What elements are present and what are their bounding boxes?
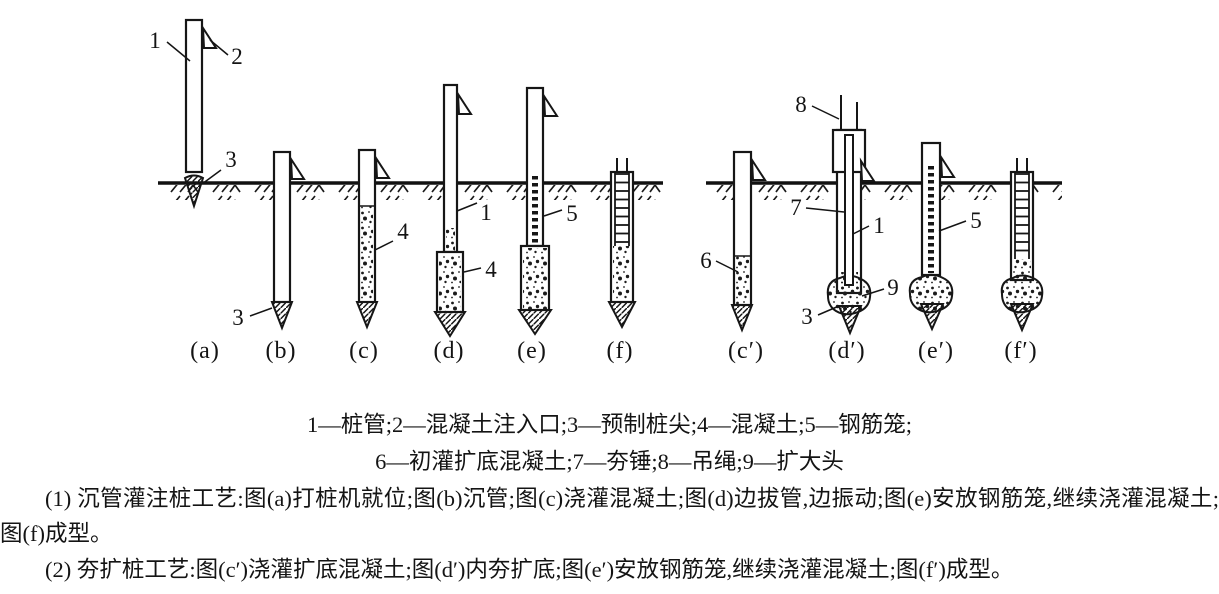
concrete-inlet-funnel	[374, 154, 391, 179]
rebar-cage	[615, 173, 629, 245]
label-1: 1	[873, 213, 885, 238]
legend-line-1: 1—桩管;2—混凝土注入口;3—预制桩尖;4—混凝土;5—钢筋笼;	[306, 412, 912, 437]
pile-d2	[826, 95, 876, 336]
precast-pile-tip	[730, 304, 754, 333]
label-6: 6	[700, 248, 712, 273]
concrete-inlet-funnel	[542, 92, 559, 117]
caption-e: (e)	[517, 338, 547, 364]
callout-4c: 4	[374, 219, 409, 251]
enlarged-head	[908, 273, 954, 314]
precast-pile-tip	[433, 311, 467, 338]
concrete-inlet-funnel	[456, 90, 473, 115]
label-5: 5	[566, 201, 578, 226]
label-3: 3	[232, 305, 244, 330]
rebar-cage	[1015, 173, 1029, 258]
callout-5e: 5	[543, 201, 578, 226]
label-1: 1	[149, 28, 161, 53]
callout-1d2: 1	[852, 213, 885, 238]
callout-1d: 1	[456, 200, 492, 225]
ground-left	[158, 181, 663, 200]
precast-pile-tip	[607, 301, 637, 330]
callout-5e2: 5	[938, 208, 982, 233]
pile-b-tube	[270, 150, 306, 331]
pile-f2-finished	[1000, 158, 1044, 333]
pile-tube	[525, 86, 545, 248]
enlarged-head	[826, 274, 872, 316]
precast-pile-tip	[919, 303, 945, 332]
callout-3b: 3	[232, 305, 273, 330]
pile-e2	[908, 141, 956, 332]
callout-1a: 1	[149, 28, 191, 62]
legend-line-2: 6—初灌扩底混凝土;7—夯锤;8—吊绳;9—扩大头	[375, 449, 844, 474]
concrete-inlet-funnel	[750, 156, 767, 181]
concrete-inlet-funnel	[289, 155, 306, 180]
callout-2a: 2	[209, 39, 243, 69]
label-4: 4	[397, 219, 409, 244]
label-1: 1	[480, 200, 492, 225]
process-2-description: (2) 夯扩桩工艺:图(c′)浇灌扩底混凝土;图(d′)内夯扩底;图(e′)安放…	[45, 557, 1014, 582]
caption-d: (d)	[434, 338, 465, 364]
label-5: 5	[970, 208, 982, 233]
callout-4d: 4	[463, 257, 497, 282]
label-8: 8	[795, 92, 807, 117]
caption-f: (f)	[607, 338, 634, 364]
caption-a: (a)	[190, 338, 220, 364]
precast-pile-tip	[1009, 303, 1035, 333]
label-3: 3	[801, 304, 813, 329]
caption-b: (b)	[266, 338, 297, 364]
precast-pile-tip	[183, 174, 205, 210]
concrete-in-tube	[446, 228, 455, 251]
callout-6c2: 6	[700, 248, 739, 273]
pile-c2	[730, 150, 767, 333]
callout-3a: 3	[201, 147, 237, 185]
label-7: 7	[790, 195, 802, 220]
caption-c-prime: (c′)	[728, 338, 764, 364]
callout-9d2: 9	[861, 275, 899, 300]
label-3: 3	[225, 147, 237, 172]
precast-pile-tip	[837, 305, 863, 336]
process-1-description: (1) 沉管灌注桩工艺:图(a)打桩机就位;图(b)沉管;图(c)浇灌混凝土;图…	[0, 486, 1219, 546]
concrete-fill	[1013, 259, 1031, 280]
caption-e-prime: (e′)	[918, 338, 954, 364]
figure-canvas: 1 2 3 3 4 1	[149, 18, 1062, 364]
pile-f-finished	[607, 158, 637, 330]
concrete-inlet-funnel	[201, 24, 218, 49]
bottom-expansion-concrete	[736, 256, 749, 304]
caption-f-prime: (f′)	[1004, 338, 1037, 364]
pile-e	[517, 86, 559, 336]
figure-description: (1) 沉管灌注桩工艺:图(a)打桩机就位;图(b)沉管;图(c)浇灌混凝土;图…	[0, 481, 1219, 588]
precast-pile-tip	[355, 301, 379, 330]
callout-8d2: 8	[795, 92, 840, 120]
pile-d	[433, 83, 473, 338]
concrete-fill	[361, 206, 373, 300]
label-4: 4	[485, 257, 497, 282]
caption-d-prime: (d′)	[828, 338, 865, 364]
figure-legend: 1—桩管;2—混凝土注入口;3—预制桩尖;4—混凝土;5—钢筋笼; 6—初灌扩底…	[0, 406, 1219, 480]
pile-c-tube	[355, 148, 391, 330]
ground-right	[706, 181, 1062, 200]
ramming-hammer	[844, 134, 854, 286]
precast-pile-tip	[517, 309, 553, 336]
precast-pile-tip	[270, 301, 294, 331]
caption-c: (c)	[349, 338, 379, 364]
concrete-inlet-funnel	[939, 153, 956, 178]
concrete-fill	[613, 246, 631, 301]
concrete-inlet-funnel	[859, 157, 876, 182]
pile-a-tube	[183, 18, 218, 210]
callout-7d2: 7	[790, 195, 845, 220]
callout-3d2: 3	[801, 304, 840, 329]
label-2: 2	[231, 44, 243, 69]
pile-construction-figure: 1 2 3 3 4 1	[149, 18, 1062, 364]
pile-tube	[442, 83, 459, 254]
label-9: 9	[887, 275, 899, 300]
